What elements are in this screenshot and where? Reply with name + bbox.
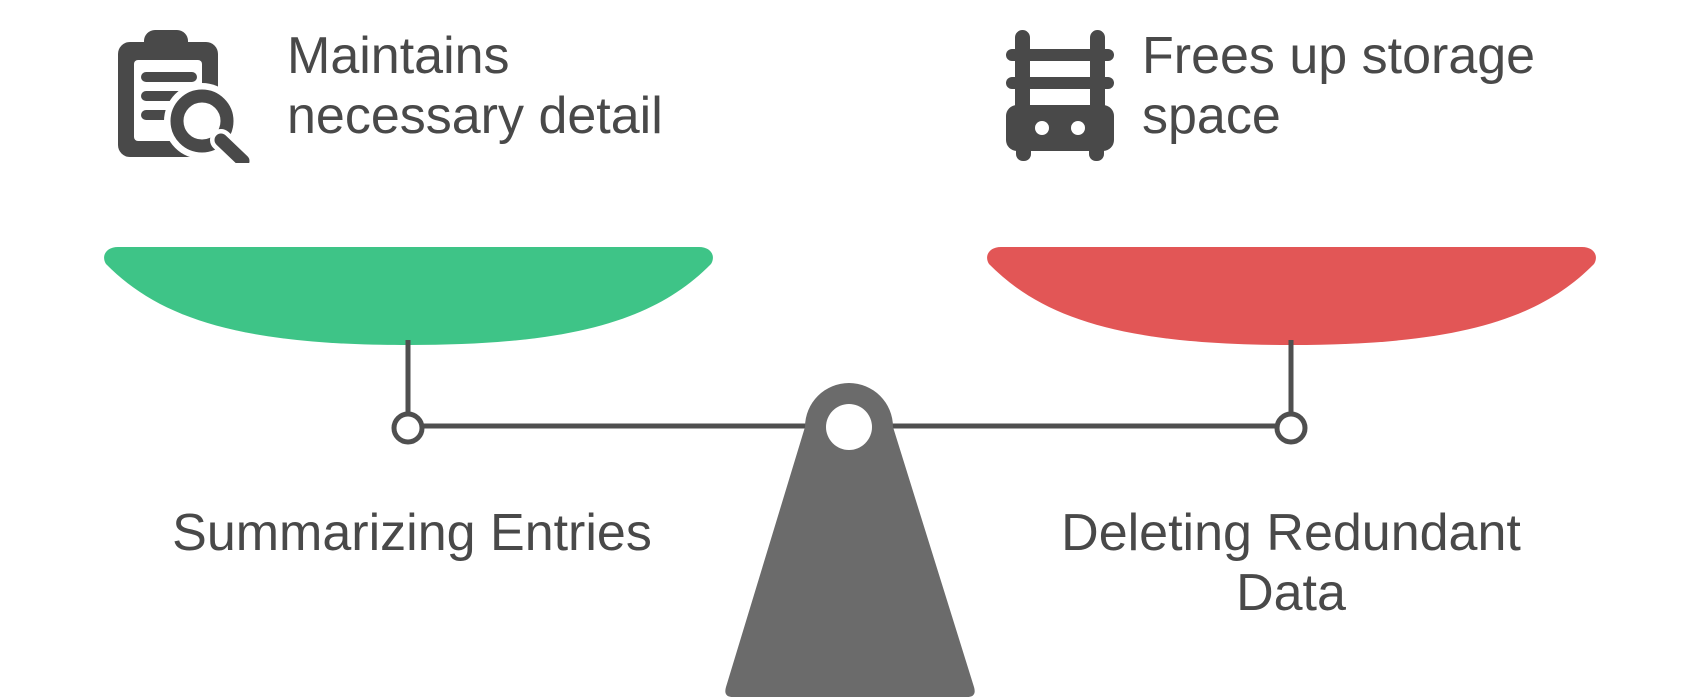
right-pan-label-line2: Data [1236, 564, 1346, 622]
right-pan-label: Deleting Redundant Data [991, 503, 1591, 623]
fulcrum-hole [826, 404, 872, 450]
right-pan-label-line1: Deleting Redundant [1061, 504, 1521, 562]
left-pan-label: Summarizing Entries [112, 503, 712, 563]
left-benefit-text: Maintains necessary detail [287, 26, 663, 146]
left-pan-label-line1: Summarizing Entries [172, 504, 652, 562]
right-benefit-line1: Frees up storage [1142, 27, 1536, 85]
fulcrum [725, 383, 975, 697]
clipboard-search-icon [118, 30, 252, 163]
right-benefit-text: Frees up storage space [1142, 26, 1535, 146]
right-benefit-group: Frees up storage space [1006, 27, 1535, 161]
right-pan-red [987, 247, 1596, 345]
left-benefit-line2: necessary detail [287, 87, 663, 145]
right-benefit-line2: space [1142, 87, 1281, 145]
left-pan-green [104, 247, 713, 345]
left-benefit-group: Maintains necessary detail [112, 27, 663, 163]
left-beam-ring [391, 411, 425, 445]
right-beam-ring [1274, 411, 1308, 445]
left-benefit-line1: Maintains [287, 27, 510, 85]
storage-rack-icon [1006, 30, 1114, 161]
